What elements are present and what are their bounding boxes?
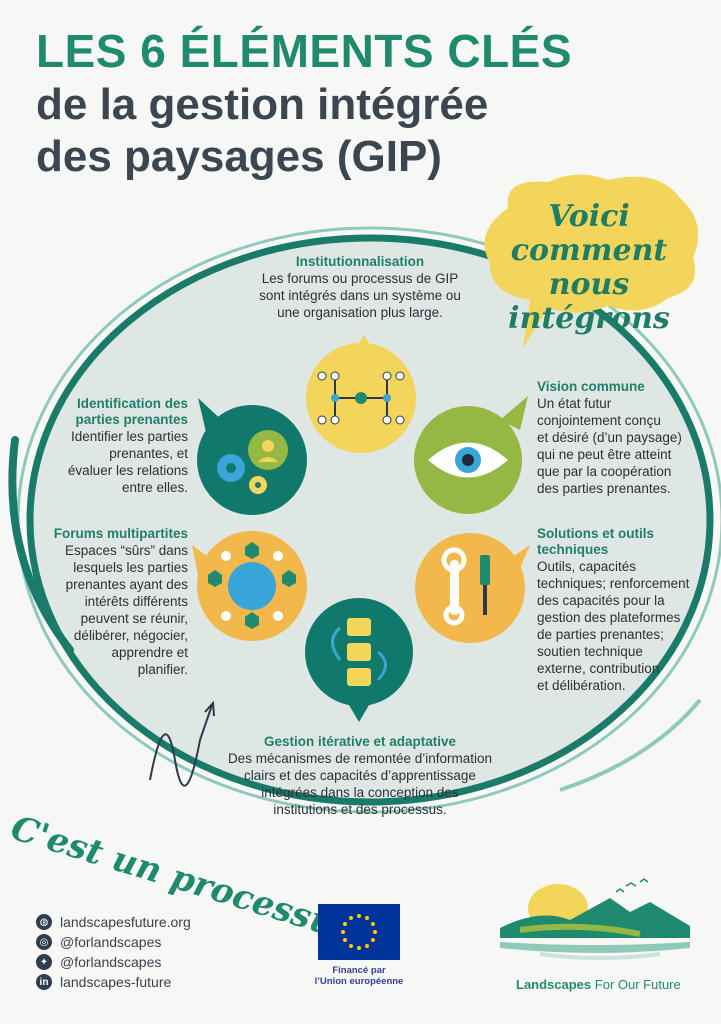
speech-bubble-text: Voici comment nous intégrons xyxy=(484,200,694,336)
section-title: parties prenantes xyxy=(75,412,188,427)
section-line: des parties prenantes. xyxy=(537,481,671,496)
section-line: entre elles. xyxy=(121,480,188,495)
section-line: apprendre et xyxy=(111,645,188,660)
eu-caption-line-2: l’Union européenne xyxy=(314,976,404,987)
eu-caption: Financé par l’Union européenne xyxy=(300,965,418,987)
section-line: et délibération. xyxy=(537,678,626,693)
section-line: gestion des plateformes xyxy=(537,610,681,625)
section-line: des capacités pour la xyxy=(537,593,665,608)
iteration-icon xyxy=(305,598,413,722)
linkedin-link[interactable]: in landscapes-future xyxy=(36,972,191,992)
section-line: conjointement conçu xyxy=(537,413,661,428)
linkedin-text: landscapes-future xyxy=(60,974,172,990)
section-line: Espaces “sûrs” dans xyxy=(64,543,188,558)
section-institutionnalisation: Institutionnalisation Les forums ou proc… xyxy=(240,254,480,321)
section-line: lesquels les parties xyxy=(73,560,188,575)
title-line-1: LES 6 ÉLÉMENTS CLÉS xyxy=(36,25,573,77)
landscapes-logo xyxy=(500,878,690,960)
section-line: clairs et des capacités d’apprentissage xyxy=(244,768,476,783)
footer-links: ◍ landscapesfuture.org ◎ @forlandscapes … xyxy=(36,912,191,992)
section-solutions: Solutions et outils techniques Outils, c… xyxy=(537,526,717,694)
section-line: institutions et des processus. xyxy=(273,802,447,817)
section-line: une organisation plus large. xyxy=(277,305,443,320)
ellipse-main xyxy=(26,234,714,806)
section-line: Identifier les parties xyxy=(70,429,188,444)
instagram-icon: ◎ xyxy=(36,934,52,950)
brand-name: Landscapes For Our Future xyxy=(516,977,681,992)
title-line-3: des paysages (GIP) xyxy=(36,132,442,181)
network-icon xyxy=(306,335,416,453)
section-line: prenantes, et xyxy=(109,446,188,461)
section-line: soutien technique xyxy=(537,644,643,659)
section-title: Identification des xyxy=(76,396,188,411)
section-identification: Identification des parties prenantes Ide… xyxy=(20,396,188,496)
linkedin-icon: in xyxy=(36,974,52,990)
section-title: Solutions et outils xyxy=(537,526,654,541)
tools-icon xyxy=(415,533,530,643)
section-line: qui ne peut être atteint xyxy=(537,447,672,462)
section-title: Gestion itérative et adaptative xyxy=(263,734,457,749)
speech-line-2: nous intégrons xyxy=(508,267,670,336)
section-gestion: Gestion itérative et adaptative Des méca… xyxy=(210,734,510,818)
section-title: Institutionnalisation xyxy=(295,254,425,269)
globe-icon: ◍ xyxy=(36,914,52,930)
eye-icon xyxy=(414,396,528,514)
section-line: évaluer les relations xyxy=(67,463,188,478)
twitter-icon: ✦ xyxy=(36,954,52,970)
meeting-icon xyxy=(192,531,307,641)
section-line: sont intégrés dans un système ou xyxy=(259,288,461,303)
section-line: délibérer, négocier, xyxy=(73,628,188,643)
brand-rest: For Our Future xyxy=(591,977,681,992)
section-line: intégrées dans la conception des xyxy=(261,785,459,800)
section-line: prenantes ayant des xyxy=(65,577,188,592)
section-forums: Forums multipartites Espaces “sûrs” dans… xyxy=(20,526,188,678)
section-line: Des mécanismes de remontée d’information xyxy=(227,751,493,766)
section-line: intérêts différents xyxy=(84,594,188,609)
process-arrow-icon xyxy=(149,704,213,787)
gears-person-icon xyxy=(197,398,307,515)
section-line: de parties prenantes; xyxy=(537,627,664,642)
website-text: landscapesfuture.org xyxy=(60,914,191,930)
section-title: techniques xyxy=(537,542,609,557)
twitter-link[interactable]: ✦ @forlandscapes xyxy=(36,952,191,972)
section-line: Les forums ou processus de GIP xyxy=(261,271,459,286)
title-line-2: de la gestion intégrée xyxy=(36,80,489,129)
brand-strong: Landscapes xyxy=(516,977,592,992)
section-line: Un état futur xyxy=(537,396,612,411)
instagram-link[interactable]: ◎ @forlandscapes xyxy=(36,932,191,952)
section-line: que par la coopération xyxy=(537,464,672,479)
eu-flag-icon xyxy=(318,904,400,960)
section-line: Outils, capacités xyxy=(537,559,637,574)
website-link[interactable]: ◍ landscapesfuture.org xyxy=(36,912,191,932)
speech-bubble xyxy=(484,174,699,348)
section-line: externe, contribution xyxy=(537,661,660,676)
section-vision: Vision commune Un état futur conjointeme… xyxy=(537,379,717,497)
twitter-text: @forlandscapes xyxy=(60,954,162,970)
instagram-text: @forlandscapes xyxy=(60,934,162,950)
section-line: peuvent se réunir, xyxy=(80,611,188,626)
section-title: Forums multipartites xyxy=(53,526,188,541)
eu-caption-line-1: Financé par xyxy=(332,965,386,976)
section-line: techniques; renforcement xyxy=(537,576,690,591)
section-line: et désiré (d’un paysage) xyxy=(537,430,682,445)
section-line: planifier. xyxy=(137,662,188,677)
section-title: Vision commune xyxy=(537,379,645,394)
speech-line-1: Voici comment xyxy=(510,199,668,268)
